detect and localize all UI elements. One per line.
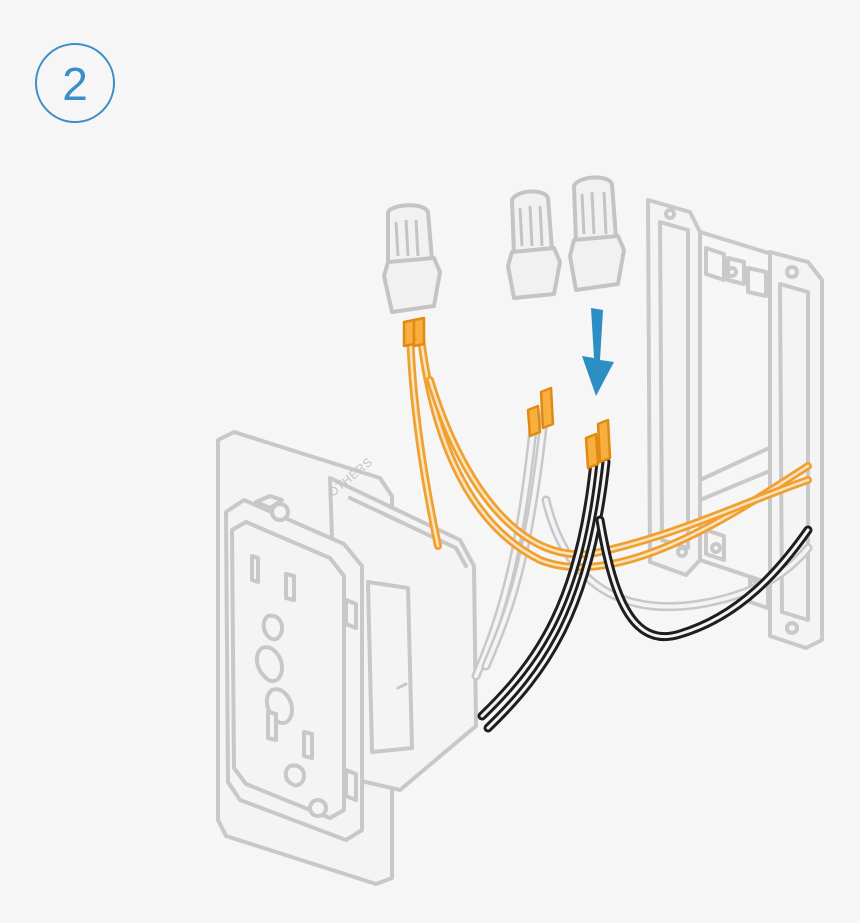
outlet-icon: [216, 430, 478, 886]
neutral-wires: [471, 395, 813, 681]
step-badge: 2: [35, 43, 115, 123]
wire-nut-icon: [382, 175, 626, 314]
wire-tips: [402, 316, 612, 470]
step-number: 2: [62, 58, 88, 110]
line-wires: [477, 457, 813, 733]
electrical-box-icon: [646, 198, 824, 650]
arrow-down-icon: [582, 308, 614, 396]
